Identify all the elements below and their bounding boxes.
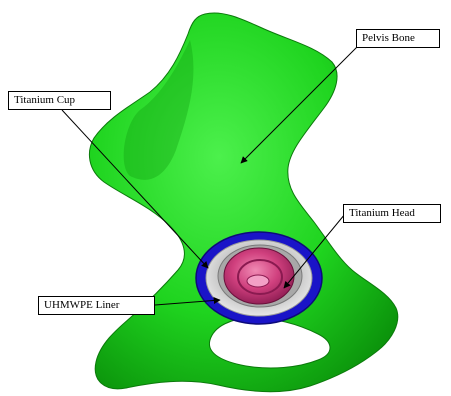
titanium-cup-label: Titanium Cup: [8, 91, 111, 110]
uhmwpe-liner-label: UHMWPE Liner: [38, 296, 155, 315]
head-pole: [247, 275, 269, 287]
pelvis-bone-label: Pelvis Bone: [356, 29, 440, 48]
titanium-head-label: Titanium Head: [343, 204, 441, 223]
